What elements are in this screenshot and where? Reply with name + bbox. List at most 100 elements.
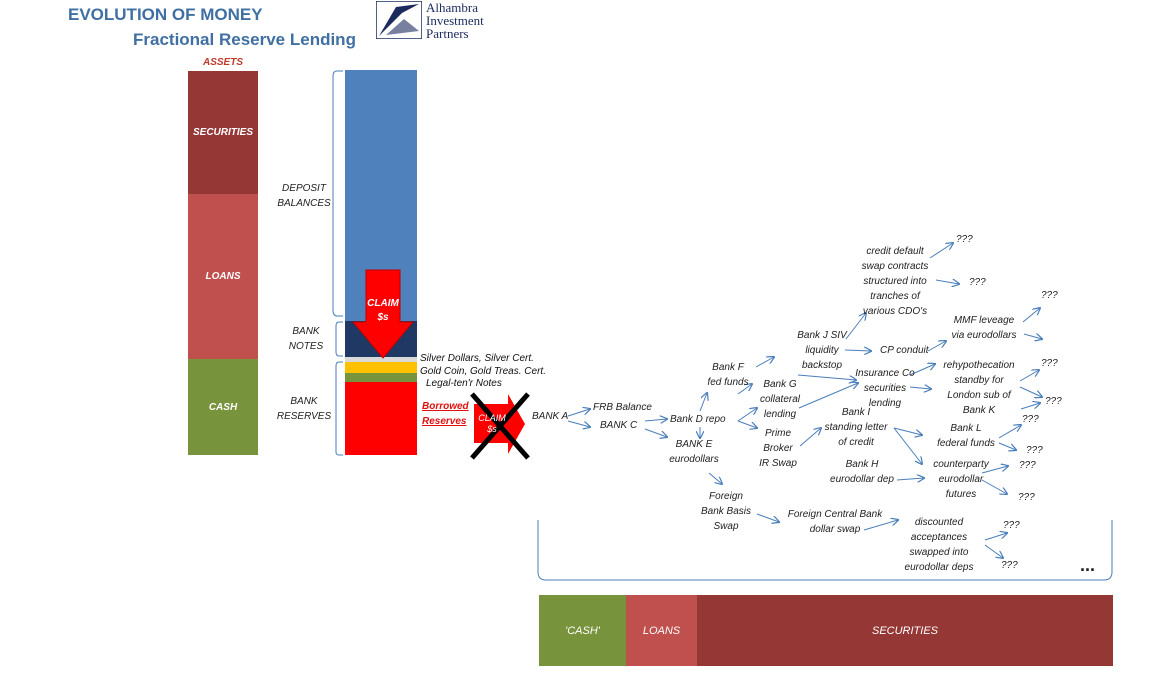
node-line: Bank Basis	[700, 506, 752, 517]
node-line: Prime	[764, 428, 792, 439]
bottom-loans: LOANS	[626, 595, 697, 666]
bank-h-node: Bank H eurodollar dep	[822, 457, 902, 487]
bottom-securities-label: SECURITIES	[871, 624, 938, 637]
bank-l-node: Bank L federal funds	[932, 421, 1000, 451]
bank-g-node: Bank G collateral lending	[756, 377, 804, 422]
legal-tender-block	[345, 373, 417, 382]
assets-cash: CASH	[188, 359, 258, 455]
node-line: of credit	[838, 437, 874, 448]
bottom-brace	[537, 520, 1113, 581]
node-line: liquidity	[805, 345, 839, 356]
node-line: Bank H	[845, 459, 879, 470]
bottom-loans-label: LOANS	[642, 624, 681, 637]
node-line: Bank L	[950, 423, 982, 434]
label-line: BANK	[290, 396, 318, 407]
bank-f-node: Bank F fed funds	[704, 360, 752, 390]
node-line: Broker	[763, 443, 793, 454]
node-line: backstop	[801, 360, 843, 371]
deposit-balances-label: DEPOSIT BALANCES	[272, 181, 336, 211]
node-line: eurodollar	[938, 474, 984, 485]
silver-label: Silver Dollars, Silver Cert.	[420, 353, 534, 364]
node-line: discounted	[914, 517, 964, 528]
node-line: Foreign	[709, 491, 743, 502]
foreign-basis-node: Foreign Bank Basis Swap	[698, 489, 754, 534]
unknown-label: ???	[1026, 445, 1043, 456]
frb-balance-node: FRB Balance	[593, 402, 652, 413]
assets-heading: ASSETS	[202, 57, 243, 68]
cross-icon	[470, 392, 530, 460]
claim-label: CLAIM $s	[363, 297, 403, 325]
page-title: EVOLUTION OF MONEY	[68, 5, 263, 24]
node-line: acceptances	[910, 532, 968, 543]
node-line: swap contracts	[861, 261, 929, 272]
bottom-cash: 'CASH'	[539, 595, 626, 666]
silver-block	[345, 357, 417, 362]
node-line: eurodollar deps	[904, 562, 974, 573]
label-line: NOTES	[288, 341, 324, 352]
assets-cash-label: CASH	[208, 401, 238, 413]
node-line: federal funds	[937, 438, 995, 449]
node-line: eurodollar dep	[830, 474, 894, 485]
logo-line: Alhambra	[426, 0, 478, 15]
assets-loans: LOANS	[188, 194, 258, 359]
bank-notes-label: BANK NOTES	[274, 324, 338, 354]
label-line: BANK	[292, 326, 320, 337]
node-line: Bank J SIV	[797, 330, 847, 341]
node-line: BANK E	[675, 439, 713, 450]
node-line: tranches of	[870, 291, 920, 302]
node-line: Foreign Central Bank	[787, 509, 883, 520]
node-line: various CDO's	[862, 306, 928, 317]
ellipsis-label: ...	[1080, 555, 1096, 575]
alhambra-logo-icon	[376, 1, 422, 39]
node-line: standby for	[954, 375, 1004, 386]
bank-i-node: Bank I standing letter of credit	[818, 405, 894, 450]
notes-brace	[335, 321, 343, 357]
assets-loans-label: LOANS	[205, 271, 241, 282]
bottom-cash-label: 'CASH'	[565, 624, 600, 637]
bank-c-node: BANK C	[600, 420, 638, 431]
node-line: Bank I	[841, 407, 871, 418]
node-line: securities	[863, 383, 907, 394]
gold-label: Gold Coin, Gold Treas. Cert.	[420, 366, 546, 377]
mmf-node: MMF leveage via eurodollars	[946, 313, 1022, 343]
node-line: Bank F	[712, 362, 744, 373]
logo-text: Alhambra Investment Partners	[426, 1, 484, 40]
node-line: London sub of	[947, 390, 1011, 401]
node-line: Swap	[713, 521, 739, 532]
unknown-label: ???	[1001, 560, 1018, 571]
gold-block	[345, 362, 417, 373]
bank-a-node: BANK A	[532, 411, 569, 422]
node-line: via eurodollars	[951, 330, 1017, 341]
discounted-node: discounted acceptances swapped into euro…	[896, 515, 982, 575]
bank-e-node: BANK E eurodollars	[666, 437, 722, 467]
node-line: fed funds	[707, 377, 749, 388]
deposit-brace	[332, 70, 343, 317]
unknown-label: ???	[1003, 520, 1020, 531]
node-line: swapped into	[909, 547, 969, 558]
legal-tender-label: Legal-ten'r Notes	[426, 378, 502, 389]
unknown-label: ???	[1019, 460, 1036, 471]
unknown-label: ???	[1022, 414, 1039, 425]
logo-line: Investment	[426, 13, 484, 28]
label-line: Borrowed	[422, 401, 469, 412]
node-line: collateral	[759, 394, 801, 405]
unknown-label: ???	[969, 277, 986, 288]
node-line: credit default	[866, 246, 924, 257]
insurance-node: Insurance Co securities lending	[852, 366, 918, 411]
rehypothecation-node: rehypothecation standby for London sub o…	[936, 358, 1022, 418]
label-line: RESERVES	[276, 411, 332, 422]
claim-arrow-icon	[351, 269, 415, 359]
node-line: Bank G	[763, 379, 797, 390]
label-line: $s	[377, 312, 389, 323]
label-line: CLAIM	[478, 413, 506, 423]
unknown-label: ???	[1041, 290, 1058, 301]
reserves-brace	[335, 361, 343, 456]
unknown-label: ???	[956, 234, 973, 245]
label-line: CLAIM	[367, 298, 399, 309]
label-line: BALANCES	[277, 198, 331, 209]
node-line: standing letter	[824, 422, 888, 433]
page-subtitle: Fractional Reserve Lending	[133, 30, 356, 49]
claim-small-label: CLAIM $s	[476, 413, 508, 435]
bank-reserves-block	[345, 382, 417, 455]
